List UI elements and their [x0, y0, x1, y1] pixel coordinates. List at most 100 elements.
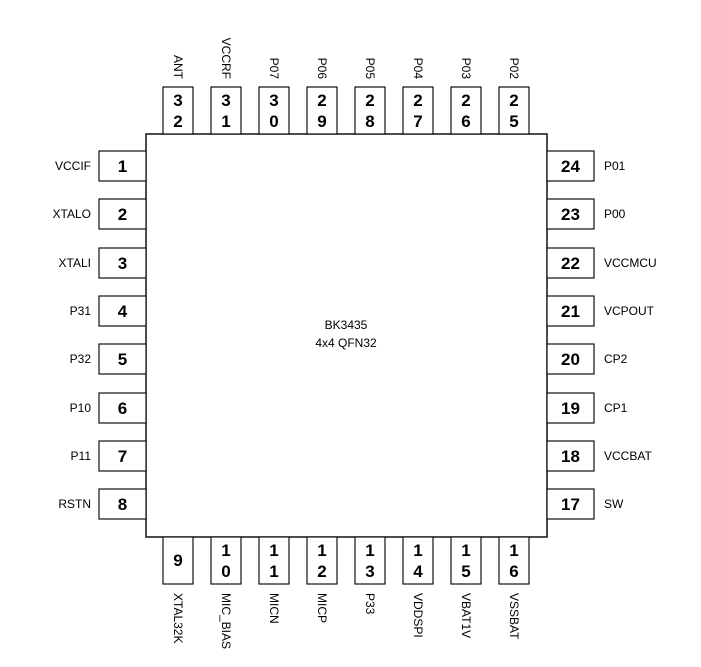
- pin-label: P33: [363, 593, 377, 615]
- pin-number-digit: 1: [461, 541, 470, 560]
- pin-label: P11: [71, 449, 92, 463]
- pin-label: VCCBAT: [604, 449, 652, 463]
- pin-number: 7: [118, 447, 127, 466]
- pin-label: SW: [604, 497, 624, 511]
- pin-pad: [546, 198, 595, 230]
- pin-label: ANT: [171, 55, 185, 80]
- pin-label: MICN: [267, 593, 281, 624]
- pin-number-digit: 4: [413, 562, 423, 581]
- pin-label: VCPOUT: [604, 304, 655, 318]
- pin-label: P07: [267, 58, 281, 80]
- pin-pad: [546, 488, 595, 520]
- pin-number-digit: 9: [173, 551, 182, 570]
- pin-number-digit: 2: [413, 91, 422, 110]
- pin-label: P06: [315, 58, 329, 80]
- pin-number-digit: 2: [461, 91, 470, 110]
- pin-pad: [402, 536, 434, 585]
- pin-number-digit: 6: [509, 562, 518, 581]
- pin-label: VSSBAT: [507, 593, 521, 640]
- pin-label: P10: [70, 401, 92, 415]
- pin-number: 18: [561, 447, 580, 466]
- pin-pad: [98, 488, 147, 520]
- pin-label: VBAT1V: [459, 593, 473, 638]
- pin-number-digit: 2: [317, 91, 326, 110]
- pin-number: 8: [118, 495, 127, 514]
- pin-number: 5: [118, 350, 127, 369]
- pin-pad: [450, 536, 482, 585]
- pin-label: P02: [507, 58, 521, 80]
- pin-number: 17: [561, 495, 580, 514]
- chip-package: 4x4 QFN32: [315, 336, 377, 350]
- pin-pad: [98, 392, 147, 424]
- pin-pad: [546, 150, 595, 182]
- pin-label: RSTN: [58, 497, 91, 511]
- pin-number: 1: [118, 157, 127, 176]
- pin-label: P01: [604, 159, 626, 173]
- pin-number-digit: 1: [269, 541, 278, 560]
- pin-number-digit: 3: [269, 91, 278, 110]
- pin-label: P05: [363, 58, 377, 80]
- pin-pad: [98, 343, 147, 375]
- pin-number-digit: 1: [221, 112, 230, 131]
- pin-label: XTALI: [59, 256, 91, 270]
- pin-label: XTAL32K: [171, 593, 185, 643]
- pin-number-digit: 2: [317, 562, 326, 581]
- pin-label: P31: [70, 304, 92, 318]
- pin-pad: [210, 86, 242, 135]
- pin-number: 3: [118, 254, 127, 273]
- pin-pad: [402, 86, 434, 135]
- pin-label: XTALO: [53, 207, 91, 221]
- pin-pad: [98, 295, 147, 327]
- pin-pad: [162, 86, 194, 135]
- pin-8: 8 RSTN: [58, 488, 147, 520]
- pin-number-digit: 1: [269, 562, 278, 581]
- pin-6: 6 P10: [70, 392, 147, 424]
- pin-number: 6: [118, 399, 127, 418]
- pin-number-digit: 5: [509, 112, 518, 131]
- pin-22: 22 VCCMCU: [546, 247, 657, 279]
- pin-pad: [98, 440, 147, 472]
- pin-pad: [546, 295, 595, 327]
- pin-pad: [306, 536, 338, 585]
- pin-number-digit: 1: [221, 541, 230, 560]
- pin-number-digit: 2: [365, 91, 374, 110]
- pin-pad: [98, 198, 147, 230]
- pin-number: 22: [561, 254, 580, 273]
- pin-pad: [546, 440, 595, 472]
- pin-number: 20: [561, 350, 580, 369]
- pin-17: 17 SW: [546, 488, 624, 520]
- pin-pad: [546, 392, 595, 424]
- pin-number-digit: 3: [221, 91, 230, 110]
- pin-pad: [546, 247, 595, 279]
- pin-label: P03: [459, 58, 473, 80]
- pin-31: 3 1 VCCRF: [210, 38, 242, 135]
- pin-pad: [258, 86, 290, 135]
- pin-pad: [210, 536, 242, 585]
- chip-body: [145, 133, 548, 538]
- pin-label: VDDSPI: [411, 593, 425, 638]
- pin-label: VCCMCU: [604, 256, 657, 270]
- pin-number-digit: 3: [365, 562, 374, 581]
- pin-number: 23: [561, 205, 580, 224]
- pin-label: VCCRF: [219, 38, 233, 79]
- pin-pad: [450, 86, 482, 135]
- pin-25: 2 5 P02: [498, 58, 530, 135]
- pin-number: 21: [561, 302, 580, 321]
- pin-number-digit: 2: [509, 91, 518, 110]
- pin-3: 3 XTALI: [59, 247, 147, 279]
- pin-number-digit: 2: [173, 112, 182, 131]
